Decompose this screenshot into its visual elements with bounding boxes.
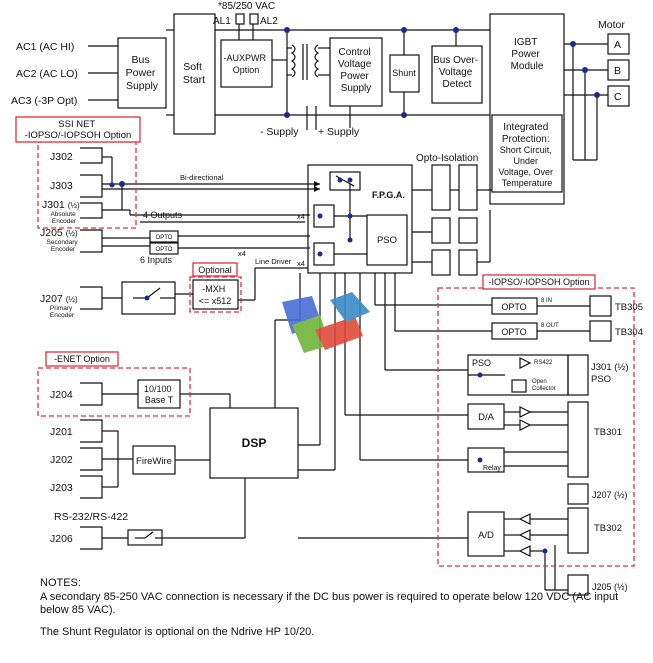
control-voltage-title: Control Voltage Power Supply <box>338 47 374 94</box>
tb302-label: TB302 <box>594 523 622 534</box>
note-2: The Shunt Regulator is optional on the N… <box>40 625 315 638</box>
ac3-label: AC3 (-3P Opt) <box>11 95 77 107</box>
integrated-protection-block <box>491 114 563 193</box>
enet-option-area <box>37 367 191 417</box>
igbt-title: IGBT Power Module <box>511 37 544 72</box>
tb304-label: TB304 <box>615 327 643 338</box>
j206-label: J206 <box>50 533 73 545</box>
outputs-label: 4 Outputs <box>143 210 183 220</box>
ac2-label: AC2 (AC LO) <box>16 68 78 80</box>
ssi-option-label: SSI NET -IOPSO/-IOPSOH Option <box>25 119 132 141</box>
vac-label: *85/250 VAC <box>218 1 275 12</box>
j301-label: J301 (½) <box>42 199 80 211</box>
rs232-label: RS-232/RS-422 <box>54 511 128 523</box>
j303-label: J303 <box>50 180 73 192</box>
motor-phase-a <box>607 33 630 55</box>
iopso-option-label-box <box>482 274 596 290</box>
dsp-title: DSP <box>242 436 267 450</box>
bidirectional-label: Bi-directional <box>180 173 224 182</box>
pso-out-title: PSO <box>472 358 491 368</box>
j207-right-label: J207 (½) <box>592 490 628 500</box>
fpga-title: F.P.G.A. <box>372 190 405 200</box>
bus-power-supply-block <box>117 37 167 109</box>
ssi-option-label-box <box>15 116 141 143</box>
j202-label: J202 <box>50 454 73 466</box>
mxh-title: -MXH <= x512 <box>199 284 232 306</box>
bus-power-title: Bus Power Supply <box>126 54 159 92</box>
al2-label: AL2 <box>260 16 278 27</box>
ac1-label: AC1 (AC HI) <box>16 41 74 53</box>
optional-area <box>189 276 242 313</box>
opto-small-1-label: OPTO <box>156 235 173 241</box>
da-title: D/A <box>478 412 495 423</box>
base-t-title: 10/100 Base T <box>144 384 174 405</box>
ad-block <box>467 511 505 557</box>
opto-small-2-label: OPTO <box>156 247 173 253</box>
soft-start-title: Soft Start <box>183 61 205 86</box>
abs-encoder-label: Absolute Encoder <box>50 211 77 225</box>
soft-start-block <box>173 13 216 135</box>
relay-block <box>467 447 505 473</box>
motor-label: Motor <box>598 19 625 31</box>
j201-label: J201 <box>50 426 73 438</box>
j205-label: J205 (½) <box>40 227 78 239</box>
enet-option-label-box <box>45 351 119 367</box>
j301-pso-label: J301 (½) PSO <box>591 362 631 385</box>
opto-out-title: OPTO <box>501 327 526 337</box>
phase-c-label: C <box>614 91 622 103</box>
open-collector-label: Open Collector <box>532 379 556 392</box>
x4-label-3: x4 <box>238 249 246 258</box>
line-driver-label: Line Driver <box>255 257 292 266</box>
j302-label: J302 <box>50 151 73 163</box>
j203-label: J203 <box>50 482 73 494</box>
j204-label: J204 <box>50 389 73 401</box>
enet-option-label: -ENET Option <box>54 354 110 364</box>
relay-title: Relay <box>483 465 501 472</box>
j205-right-label: J205 (½) <box>592 582 628 592</box>
motor-phase-b <box>607 59 630 81</box>
opto-isolation-label: Opto-Isolation <box>416 153 478 164</box>
opto-in-title: OPTO <box>501 302 526 312</box>
notes-heading: NOTES: <box>40 577 81 589</box>
x4-label-2: x4 <box>297 259 305 268</box>
bus-overvoltage-block <box>431 45 483 104</box>
dsp-block <box>209 407 299 479</box>
note-1: A secondary 85-250 VAC connection is nec… <box>40 590 619 617</box>
j207-label: J207 (½) <box>40 293 78 305</box>
phase-a-label: A <box>614 39 621 51</box>
supply-pos-label: + Supply <box>318 126 360 138</box>
auxpwr-title: -AUXPWR Option <box>223 53 268 75</box>
prim-encoder-label: Primary Encoder <box>50 305 75 319</box>
firewire-title: FireWire <box>136 456 172 467</box>
in8-label: 8 IN <box>541 298 552 304</box>
tb305-label: TB305 <box>615 302 643 313</box>
pso-block <box>366 214 408 266</box>
x4-label-1: x4 <box>297 212 305 221</box>
tb301-label: TB301 <box>594 427 622 438</box>
shunt-title: Shunt <box>392 68 416 78</box>
optional-label: Optional <box>198 265 232 275</box>
integrated-title: Integrated Protection: Short Circuit, Un… <box>498 122 555 188</box>
ad-title: A/D <box>478 530 494 541</box>
auxpwr-option-block <box>220 39 273 88</box>
al1-label: AL1 <box>213 16 231 27</box>
inputs-label: 6 Inputs <box>140 255 173 265</box>
sec-encoder-label: Secondary Encoder <box>47 239 80 253</box>
igbt-power-module-block <box>489 13 565 205</box>
phase-b-label: B <box>614 65 621 77</box>
control-voltage-block <box>329 37 383 107</box>
bus-overvoltage-title: Bus Over- Voltage Detect <box>433 55 481 90</box>
pso-title: PSO <box>377 235 397 246</box>
supply-neg-label: - Supply <box>260 126 299 138</box>
iopso-option-label: -IOPSO/-IOPSOH Option <box>488 277 589 287</box>
out8-label: 8 OUT <box>541 323 559 329</box>
motor-phase-c <box>607 85 630 107</box>
notes-section: NOTES: A secondary 85-250 VAC connection… <box>40 577 640 639</box>
da-block <box>467 403 505 430</box>
optional-label-box <box>192 262 238 277</box>
rs422-label: RS422 <box>534 360 553 366</box>
watermark-logo-icon <box>282 292 370 353</box>
